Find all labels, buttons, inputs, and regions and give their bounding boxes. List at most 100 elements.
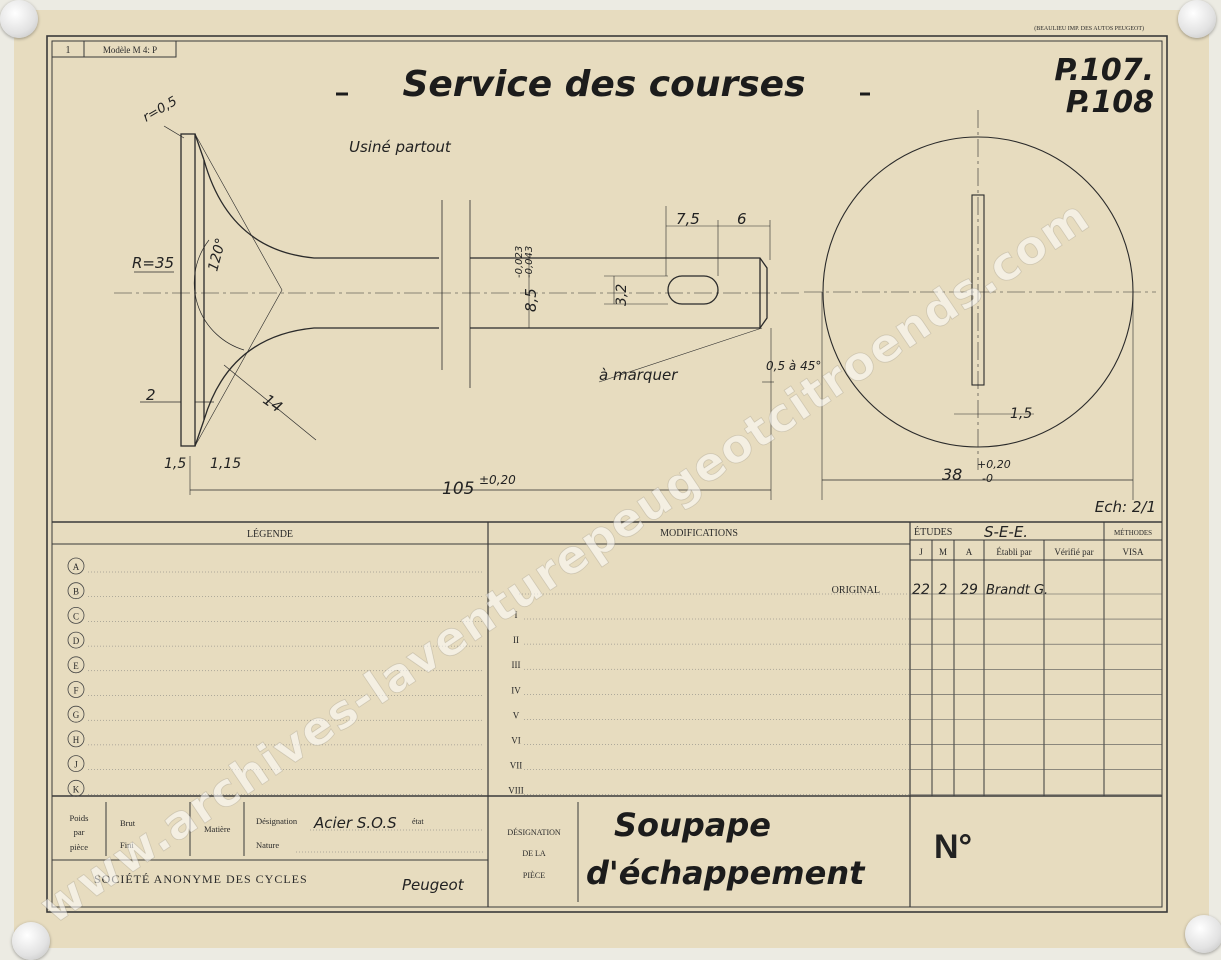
author: Brandt G.	[986, 583, 1048, 598]
dim-shaft-tol2: -0,043	[524, 246, 535, 278]
dim-diam: 38	[942, 465, 962, 484]
etudes-code: S-E-E.	[984, 523, 1028, 541]
pin-top-right	[1178, 0, 1216, 38]
legend-letter: A	[73, 562, 80, 572]
legend-letter: E	[73, 661, 79, 671]
note-chamfer: 0,5 à 45°	[766, 359, 821, 373]
dim-length: 105	[442, 479, 474, 499]
legend-circle	[67, 730, 85, 748]
legend-circle	[67, 631, 85, 649]
legend-circle	[67, 681, 85, 698]
printer-note: (BEAULIEU IMP. DES AUTOS PEUGEOT)	[1034, 25, 1144, 32]
note-mark: à marquer	[599, 366, 678, 384]
modification-index: II	[513, 635, 519, 645]
modification-index: VIII	[508, 786, 524, 796]
col-verifie: Vérifié par	[1054, 547, 1093, 557]
dim-120: 120°	[205, 236, 229, 273]
methods-header: MÉTHODES	[1114, 529, 1152, 537]
dim-1-5-head: 1,5	[164, 456, 186, 472]
modification-index: I	[515, 610, 518, 620]
number-label: N°	[934, 828, 972, 866]
part-name-1: Soupape	[614, 806, 771, 844]
col-j: J	[919, 547, 923, 557]
outer-frame	[46, 35, 1168, 913]
date-year: 29	[960, 582, 978, 598]
legend-circle	[67, 557, 85, 575]
company-name: SOCIÉTÉ ANONYME DES CYCLES	[94, 872, 308, 886]
legend-circle	[67, 779, 85, 797]
legend-list: A B C D E F G H J K	[67, 557, 484, 797]
drawing-title: Service des courses	[402, 64, 805, 105]
technical-drawing: 1 Modèle M 4: P (BEAULIEU IMP. DES AUTOS…	[30, 25, 1168, 935]
pin-top-left	[0, 0, 38, 38]
legend-circle	[67, 755, 85, 772]
dim-slot: 1,5	[1010, 406, 1032, 422]
matiere-label: Matière	[204, 824, 231, 834]
etat-label: état	[412, 817, 424, 826]
model-box	[83, 40, 177, 58]
legend-letter: B	[73, 587, 79, 597]
part-name-2: d'échappement	[586, 854, 866, 892]
modification-index: V	[513, 710, 520, 720]
dim-shaft-tol1: -0,023	[514, 246, 525, 278]
legend-circle	[67, 582, 85, 600]
part-ref-1: P.107.	[1054, 53, 1154, 88]
legend-letter: H	[73, 735, 80, 745]
dim-1-15: 1,15	[210, 456, 241, 472]
drawing-sheet: 1 Modèle M 4: P (BEAULIEU IMP. DES AUTOS…	[14, 10, 1209, 948]
modification-index: IV	[511, 685, 521, 695]
brut-label: Brut	[120, 818, 136, 828]
dim-2: 2	[146, 386, 156, 404]
etudes-header: ÉTUDES	[914, 526, 952, 538]
modification-index: VII	[510, 761, 523, 771]
valve-side-view	[114, 125, 799, 500]
dim-diam-tol1: +0,20	[977, 458, 1011, 471]
col-visa: VISA	[1122, 547, 1144, 557]
col-a: A	[966, 547, 973, 557]
watermark: www.archives-laventurepeugeotcitroends.c…	[30, 189, 1099, 934]
legend-letter: J	[74, 760, 78, 770]
dim-3-2: 3,2	[614, 284, 630, 306]
legend-circle	[67, 656, 85, 674]
des-piece-1: DÉSIGNATION	[507, 827, 561, 837]
legend-letter: D	[73, 636, 80, 646]
designation-value: Acier S.O.S	[313, 814, 397, 832]
dim-r35: R=35	[132, 254, 174, 272]
poids-label: Poids	[70, 813, 89, 823]
pin-bottom-right	[1185, 915, 1221, 953]
legend-circle	[67, 607, 85, 624]
dim-diam-tol2: -0	[982, 472, 993, 485]
designation-label: Désignation	[256, 816, 298, 826]
modifications-header: MODIFICATIONS	[660, 528, 738, 539]
dim-length-tol: ±0,20	[479, 473, 516, 487]
fini-label: Fini	[120, 840, 134, 850]
pin-bottom-left	[12, 922, 50, 960]
sheet-no: 1	[66, 45, 71, 56]
brand-logo: Peugeot	[402, 876, 465, 894]
date-day: 22	[912, 582, 930, 598]
dim-6: 6	[737, 210, 747, 228]
col-m: M	[939, 547, 947, 557]
modification-index: VI	[511, 736, 521, 746]
legend-letter: G	[73, 710, 80, 720]
des-piece-3: PIÈCE	[523, 870, 545, 880]
legend-letter: K	[73, 784, 80, 794]
modification-index: III	[512, 660, 521, 670]
modifications-original: ORIGINAL	[832, 585, 880, 596]
col-etabli: Établi par	[996, 547, 1031, 557]
legend-letter: C	[73, 611, 79, 621]
dim-7-5: 7,5	[676, 210, 700, 228]
des-piece-2: DE LA	[522, 849, 546, 858]
part-ref-2: P.108	[1066, 85, 1154, 120]
piece-label: pièce	[70, 842, 88, 852]
scale-note: Ech: 2/1	[1095, 498, 1156, 516]
date-month: 2	[939, 582, 948, 598]
model-label: Modèle M 4: P	[103, 45, 157, 55]
dim-shaft: 8,5	[522, 288, 540, 312]
title-block-grid	[52, 521, 1162, 907]
legend-circle	[67, 705, 85, 723]
legend-header: LÉGENDE	[247, 528, 293, 540]
legend-letter: F	[73, 686, 78, 696]
valve-end-view	[804, 110, 1156, 500]
